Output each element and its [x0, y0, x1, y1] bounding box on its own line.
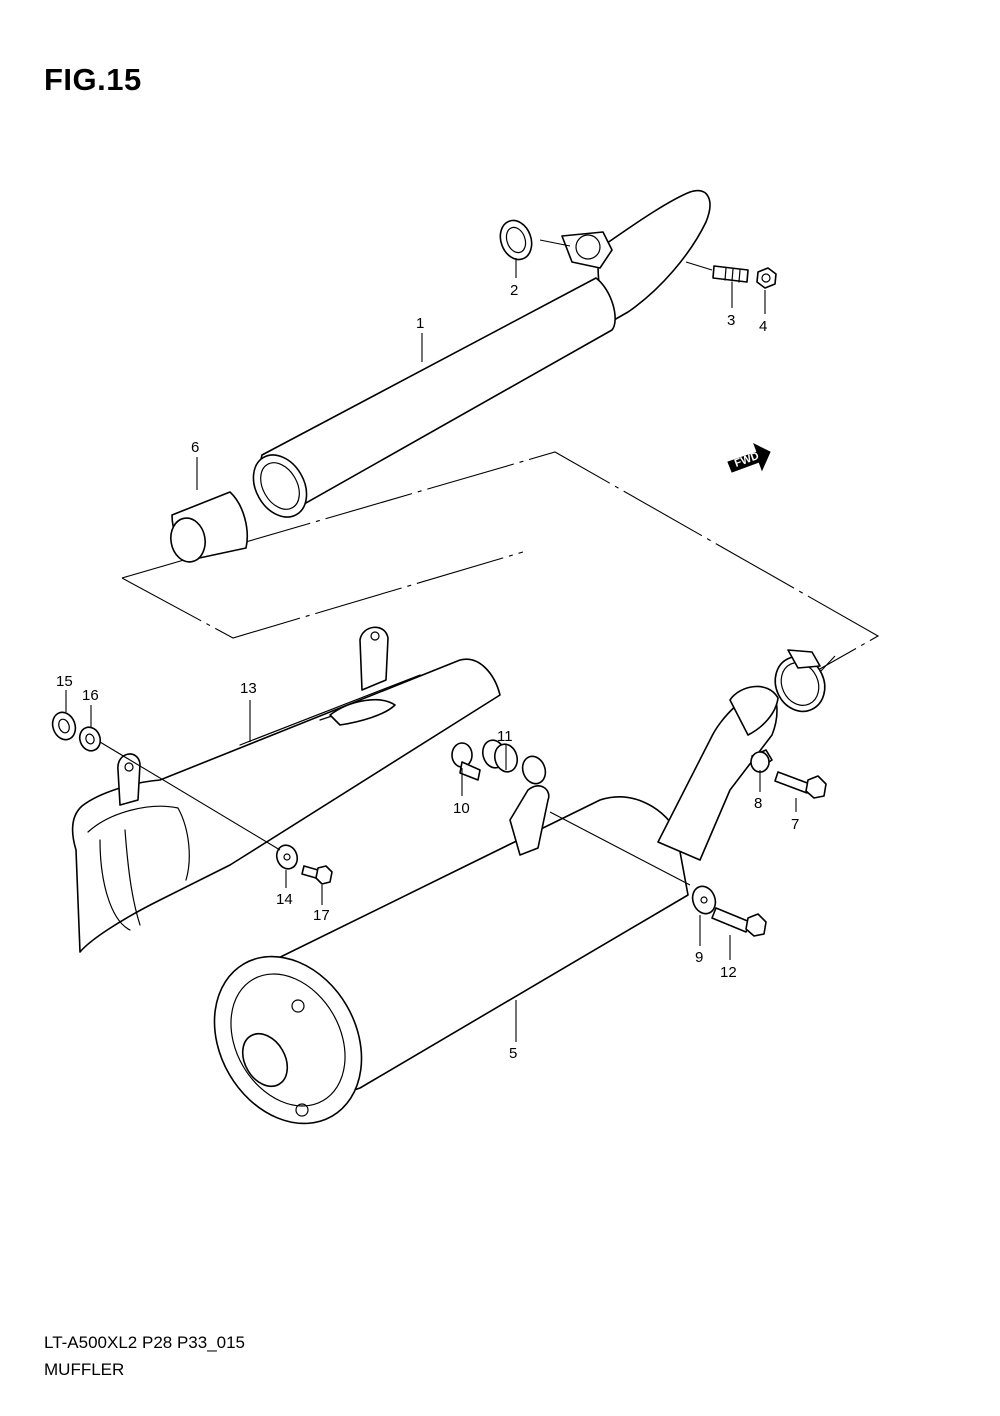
washer-part-9[interactable]	[689, 883, 719, 917]
callout-6: 6	[191, 439, 199, 456]
callout-17: 17	[313, 907, 330, 924]
gasket-part-2[interactable]	[495, 216, 537, 264]
callout-5: 5	[509, 1045, 517, 1062]
callout-1: 1	[416, 315, 424, 332]
figure-title: FIG.15	[44, 62, 142, 97]
callout-3: 3	[727, 312, 735, 329]
callout-15: 15	[56, 673, 73, 690]
bolt-part-7[interactable]	[774, 771, 827, 799]
connector-sleeve-part-6[interactable]	[167, 491, 248, 565]
stud-bolt-part-3[interactable]	[712, 265, 749, 283]
assembly-boundary	[121, 451, 880, 671]
callout-16: 16	[82, 687, 99, 704]
callout-7: 7	[791, 816, 799, 833]
bolt-part-12[interactable]	[711, 907, 767, 937]
callout-14: 14	[276, 891, 293, 908]
washer-part-14[interactable]	[273, 842, 300, 871]
bushing-part-10[interactable]	[451, 742, 481, 781]
section-name: MUFFLER	[44, 1360, 125, 1379]
bolt-part-17[interactable]	[301, 865, 333, 885]
grommet-part-11[interactable]	[480, 738, 520, 775]
callout-2: 2	[510, 282, 518, 299]
grommet-part-15[interactable]	[49, 709, 79, 743]
muffler-part-5[interactable]	[185, 685, 779, 1150]
callout-10: 10	[453, 800, 470, 817]
callout-9: 9	[695, 949, 703, 966]
nut-part-4[interactable]	[756, 267, 777, 289]
collar-part-16[interactable]	[76, 724, 103, 753]
collar-part-8[interactable]	[750, 749, 773, 773]
callout-12: 12	[720, 964, 737, 981]
clamp[interactable]	[766, 648, 833, 719]
heat-shield-part-13[interactable]	[71, 626, 501, 953]
exhaust-pipe[interactable]	[243, 189, 711, 527]
model-code: LT-A500XL2 P28 P33_015	[44, 1333, 246, 1352]
callout-11: 11	[497, 728, 513, 745]
callout-8: 8	[754, 795, 762, 812]
callout-4: 4	[759, 318, 767, 335]
callout-13: 13	[240, 680, 257, 697]
fwd-arrow-icon: FWD	[727, 442, 771, 473]
